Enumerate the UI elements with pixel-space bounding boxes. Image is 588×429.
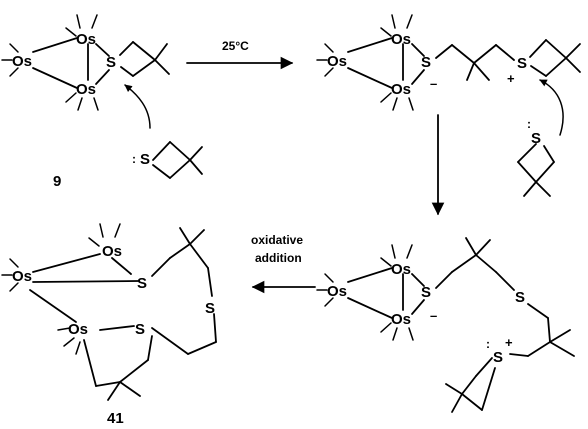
s-atom-i-thiolate: S — [421, 284, 431, 301]
s-atom-i-thioether: S — [515, 289, 525, 306]
condition-25c: 25°C — [222, 39, 249, 53]
lone-pair-2: : — [527, 117, 531, 131]
s-atom-thietane-2: S — [531, 130, 541, 147]
negative-charge-2: – — [430, 308, 437, 323]
s-atom-i-sulfonium: S — [493, 349, 503, 366]
compound-9-structure — [1, 14, 170, 111]
os-atom-i-left: Os — [327, 283, 347, 300]
os-atom-i-top: Os — [391, 261, 411, 278]
intermediate-structure — [316, 237, 575, 413]
s-atom-9: S — [106, 54, 116, 71]
os-atom-41-bottom: Os — [68, 321, 88, 338]
product-41-structure — [1, 223, 217, 401]
s-atom-z-sulfonium: S — [517, 55, 527, 72]
s-atom-z-thiolate: S — [421, 54, 431, 71]
positive-charge-1: + — [507, 71, 515, 86]
s-atom-thietane-1: S — [140, 151, 150, 168]
s-atom-41-bridging: S — [137, 275, 147, 292]
negative-charge-1: – — [430, 76, 437, 91]
os-atom-41-top: Os — [102, 243, 122, 260]
compound-label-41: 41 — [107, 410, 124, 427]
os-atom-9-left: Os — [12, 53, 32, 70]
s-atom-41-thioether: S — [205, 300, 215, 317]
s-atom-41-coordinated: S — [135, 321, 145, 338]
zwitterion-structure — [316, 14, 581, 111]
os-atom-9-bottom: Os — [76, 81, 96, 98]
condition-addition: addition — [255, 251, 302, 265]
lone-pair-3: : — [486, 337, 490, 351]
os-atom-z-top: Os — [391, 31, 411, 48]
condition-oxidative: oxidative — [251, 233, 303, 247]
thietane-reagent — [124, 84, 203, 179]
compound-label-9: 9 — [53, 173, 61, 190]
os-atom-z-left: Os — [327, 53, 347, 70]
positive-charge-2: + — [505, 335, 513, 350]
os-atom-z-bottom: Os — [391, 81, 411, 98]
thietane-reagent-2 — [517, 79, 564, 197]
lone-pair-1: : — [132, 152, 136, 166]
os-atom-i-bottom: Os — [391, 311, 411, 328]
os-atom-9-top: Os — [76, 31, 96, 48]
os-atom-41-left: Os — [12, 268, 32, 285]
